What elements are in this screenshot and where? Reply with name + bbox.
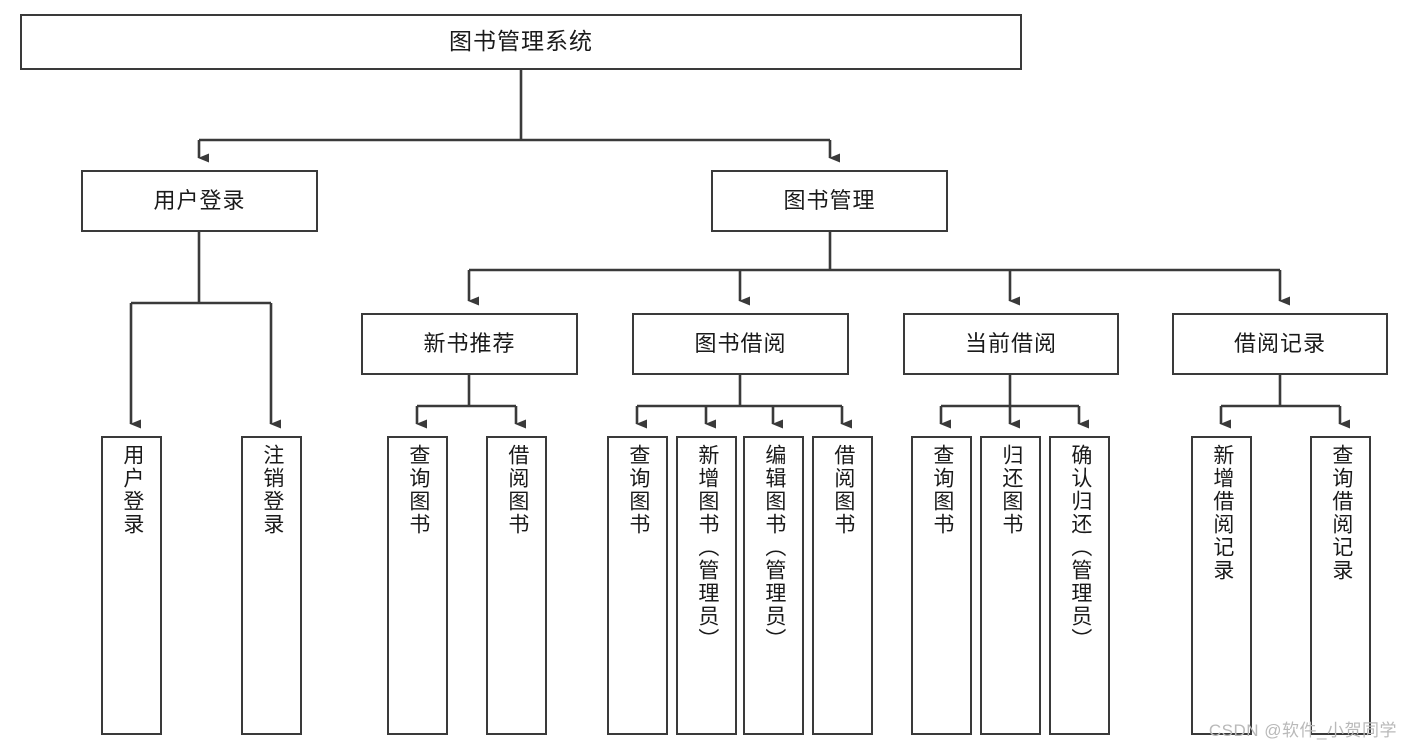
- leaf-borrow-record-query-label: 查询借阅记录: [1329, 444, 1353, 582]
- leaf-book-borrow-borrow[interactable]: 借阅图书: [812, 436, 873, 735]
- node-current-borrow[interactable]: 当前借阅: [903, 313, 1119, 375]
- leaf-current-borrow-confirm-return[interactable]: 确认归还（管理员）: [1049, 436, 1110, 735]
- leaf-new-book-borrow-label: 借阅图书: [505, 444, 529, 536]
- node-book-borrow-label: 图书借阅: [694, 330, 787, 356]
- leaf-book-borrow-add[interactable]: 新增图书（管理员）: [676, 436, 737, 735]
- node-user-login[interactable]: 用户登录: [81, 170, 318, 232]
- node-book-management[interactable]: 图书管理: [711, 170, 948, 232]
- leaf-current-borrow-query[interactable]: 查询图书: [911, 436, 972, 735]
- leaf-book-borrow-edit-label: 编辑图书（管理员）: [762, 444, 786, 651]
- node-root[interactable]: 图书管理系统: [20, 14, 1022, 70]
- leaf-user-login-logout-label: 注销登录: [260, 444, 284, 536]
- leaf-current-borrow-confirm-return-label: 确认归还（管理员）: [1068, 444, 1092, 651]
- leaf-book-borrow-query[interactable]: 查询图书: [607, 436, 668, 735]
- leaf-user-login-login[interactable]: 用户登录: [101, 436, 162, 735]
- leaf-user-login-logout[interactable]: 注销登录: [241, 436, 302, 735]
- node-book-borrow[interactable]: 图书借阅: [632, 313, 849, 375]
- node-new-book-recommend[interactable]: 新书推荐: [361, 313, 578, 375]
- leaf-new-book-borrow[interactable]: 借阅图书: [486, 436, 547, 735]
- leaf-current-borrow-return-label: 归还图书: [999, 444, 1023, 536]
- leaf-book-borrow-query-label: 查询图书: [626, 444, 650, 536]
- node-current-borrow-label: 当前借阅: [964, 330, 1057, 356]
- node-user-login-label: 用户登录: [153, 187, 246, 213]
- node-borrow-record-label: 借阅记录: [1233, 330, 1326, 356]
- leaf-borrow-record-add-label: 新增借阅记录: [1210, 444, 1234, 582]
- leaf-current-borrow-return[interactable]: 归还图书: [980, 436, 1041, 735]
- watermark: CSDN @软件_小贺同学: [1208, 721, 1397, 740]
- leaf-book-borrow-edit[interactable]: 编辑图书（管理员）: [743, 436, 804, 735]
- leaf-borrow-record-add[interactable]: 新增借阅记录: [1191, 436, 1252, 735]
- leaf-new-book-query-label: 查询图书: [406, 444, 430, 536]
- node-borrow-record[interactable]: 借阅记录: [1172, 313, 1388, 375]
- node-new-book-recommend-label: 新书推荐: [423, 330, 516, 356]
- leaf-new-book-query[interactable]: 查询图书: [387, 436, 448, 735]
- node-root-label: 图书管理系统: [449, 28, 593, 55]
- leaf-current-borrow-query-label: 查询图书: [930, 444, 954, 536]
- leaf-book-borrow-add-label: 新增图书（管理员）: [695, 444, 719, 651]
- node-book-management-label: 图书管理: [783, 187, 876, 213]
- leaf-user-login-login-label: 用户登录: [120, 444, 144, 536]
- leaf-borrow-record-query[interactable]: 查询借阅记录: [1310, 436, 1371, 735]
- leaf-book-borrow-borrow-label: 借阅图书: [831, 444, 855, 536]
